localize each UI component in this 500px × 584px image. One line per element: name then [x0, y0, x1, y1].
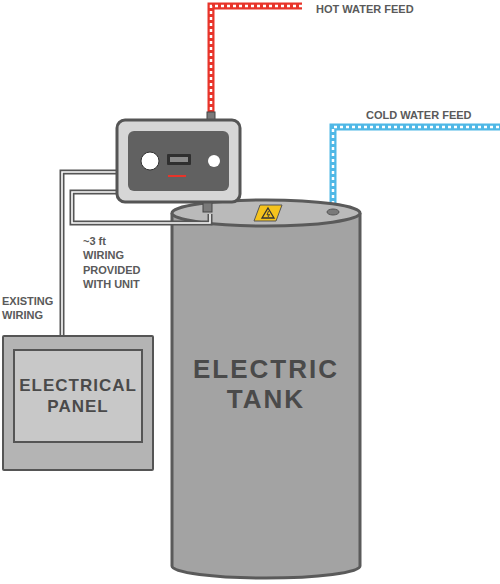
pipe-label: HOT WATER FEED: [316, 2, 496, 16]
wire-label: ~3 ft WIRING PROVIDED WITH UNIT: [83, 234, 149, 291]
pipe-label: COLD WATER FEED: [366, 108, 498, 122]
heater-unit: [117, 112, 240, 212]
cold-water-pipe: [333, 127, 500, 210]
panel-door: ELECTRICAL PANEL: [13, 349, 143, 443]
hot-water-pipe: [211, 6, 302, 116]
warning-sticker: [254, 205, 282, 221]
electrical-panel: ELECTRICAL PANEL: [2, 335, 154, 471]
panel-name: ELECTRICAL PANEL: [15, 375, 141, 418]
wire-label: EXISTING WIRING: [2, 294, 58, 323]
tank-label-area: ELECTRIC TANK: [175, 355, 357, 415]
tank-name: ELECTRIC TANK: [175, 355, 357, 415]
tank-cylinder: [172, 200, 360, 578]
